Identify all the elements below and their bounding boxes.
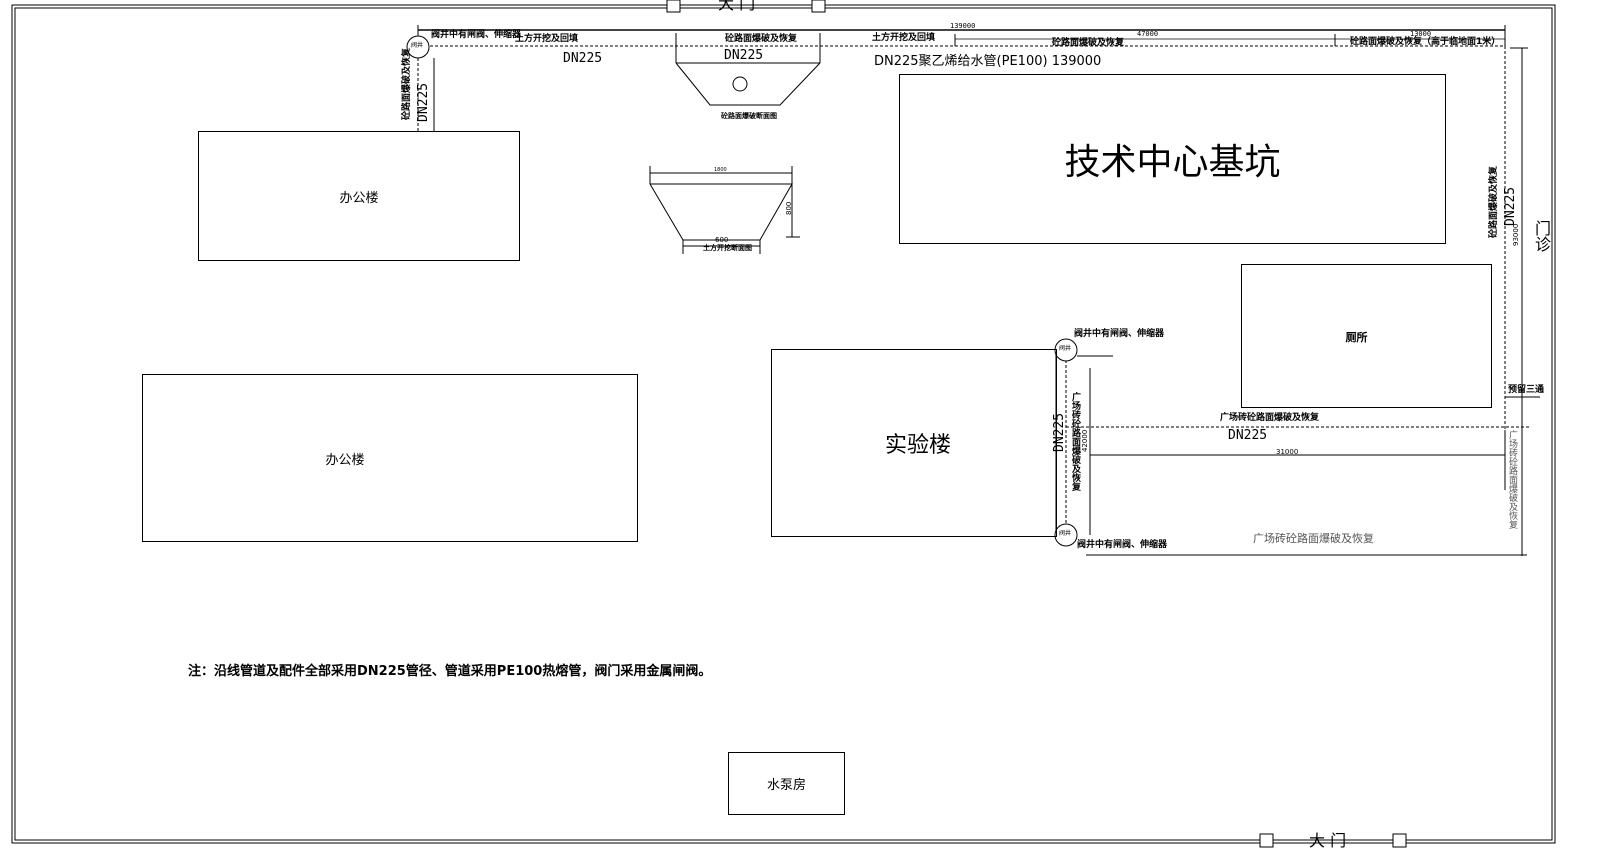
concrete-road-label: 砼路面爆破及恢复 (1052, 38, 1125, 48)
valve-well-label: 阀井 (1059, 530, 1072, 537)
tech-center-pit: 技术中心基坑 (899, 74, 1446, 244)
valve-well-icon (406, 35, 430, 59)
building-toilet: 厕所 (1241, 264, 1492, 408)
dimension-total: 139000 (950, 22, 976, 30)
building-label: 实验楼 (884, 433, 951, 458)
site-boundary (11, 4, 1556, 844)
building-office-top: 办公楼 (198, 131, 520, 261)
building-label: 厕所 (1345, 331, 1368, 344)
pipe-dn-label: DN225 (1228, 428, 1268, 443)
concrete-road-label-vertical: 砼路面爆破及恢复 (402, 47, 412, 120)
pipe-spec-label: DN225聚乙烯给水管(PE100) 139000 (874, 54, 1102, 69)
earthwork-label: 土方开挖及回填 (515, 34, 579, 44)
valve-note-middle: 阀井中有闸阀、伸缩器 (1074, 329, 1165, 339)
valve-well-icon (1054, 338, 1078, 362)
dimension-seg1: 47000 (1137, 30, 1159, 38)
building-label: 技术中心基坑 (1064, 142, 1281, 183)
general-note: 注：沿线管道及配件全部采用DN225管径、管道采用PE100热熔管，阀门采用金属… (188, 664, 712, 679)
gate-post-icon (1259, 833, 1274, 848)
concrete-section-title: 砼路面爆破断面图 (721, 112, 777, 120)
building-label: 水泵房 (766, 778, 806, 793)
gate-post-icon (1392, 833, 1407, 848)
dimension-middle: 31000 (1276, 448, 1299, 456)
pipe-dn-label: DN225 (1052, 412, 1067, 452)
gate-post-icon (666, 0, 681, 13)
pipe-dn-label: DN225 (1503, 186, 1518, 226)
section-depth: 800 (785, 201, 793, 215)
dimension-seg2: 13000 (1410, 30, 1432, 38)
pipe-dn-label: DN225 (416, 82, 431, 122)
dimension-right: 93000 (1512, 223, 1520, 246)
reserved-tee-label: 预留三通 (1508, 385, 1545, 395)
valve-well-label: 阀井 (1059, 345, 1072, 352)
square-brick-label-vertical: 广场砖砼路面爆破及恢复 (1070, 392, 1080, 491)
pipe-dn-label: DN225 (563, 51, 603, 66)
building-pump-house: 水泵房 (728, 752, 845, 815)
concrete-road-label-raised: 砼路面爆破及恢复（高于临地面1米） (1350, 37, 1501, 47)
square-brick-label: 广场砖砼路面爆破及恢复 (1220, 413, 1320, 423)
section-width-top: 1800 (714, 167, 727, 173)
building-label: 办公楼 (325, 452, 365, 468)
valve-note-top: 阀井中有闸阀、伸缩器 (431, 30, 522, 40)
concrete-road-label: 砼路面爆破及恢复 (725, 34, 798, 44)
valve-note-bottom: 阀井中有闸阀、伸缩器 (1077, 540, 1168, 550)
building-office-bottom: 办公楼 (142, 374, 638, 542)
main-gate-top-label: 大 门 (718, 0, 756, 13)
concrete-road-label-vertical: 砼路面爆破及恢复 (1489, 165, 1499, 238)
square-brick-label-vertical: 广场砖砼路面爆破及恢复 (1507, 430, 1517, 529)
clinic-gate-label: 门诊 (1532, 220, 1551, 252)
building-lab: 实验楼 (771, 349, 1057, 537)
dimension-vertical: 42000 (1081, 429, 1089, 452)
earthwork-section-title: 土方开挖断面图 (703, 244, 752, 252)
square-brick-label-bottom: 广场砖砼路面爆破及恢复 (1253, 532, 1374, 545)
pipe-section-icon (732, 76, 748, 92)
main-gate-bottom-label: 大 门 (1309, 831, 1347, 850)
valve-well-label: 阀井 (411, 42, 424, 49)
section-width-bottom: 600 (715, 236, 729, 244)
earthwork-label: 土方开挖及回填 (872, 33, 936, 43)
pipe-dn-label: DN225 (724, 48, 764, 63)
valve-well-icon (1054, 523, 1078, 547)
building-label: 办公楼 (339, 190, 379, 206)
gate-post-icon (811, 0, 826, 13)
